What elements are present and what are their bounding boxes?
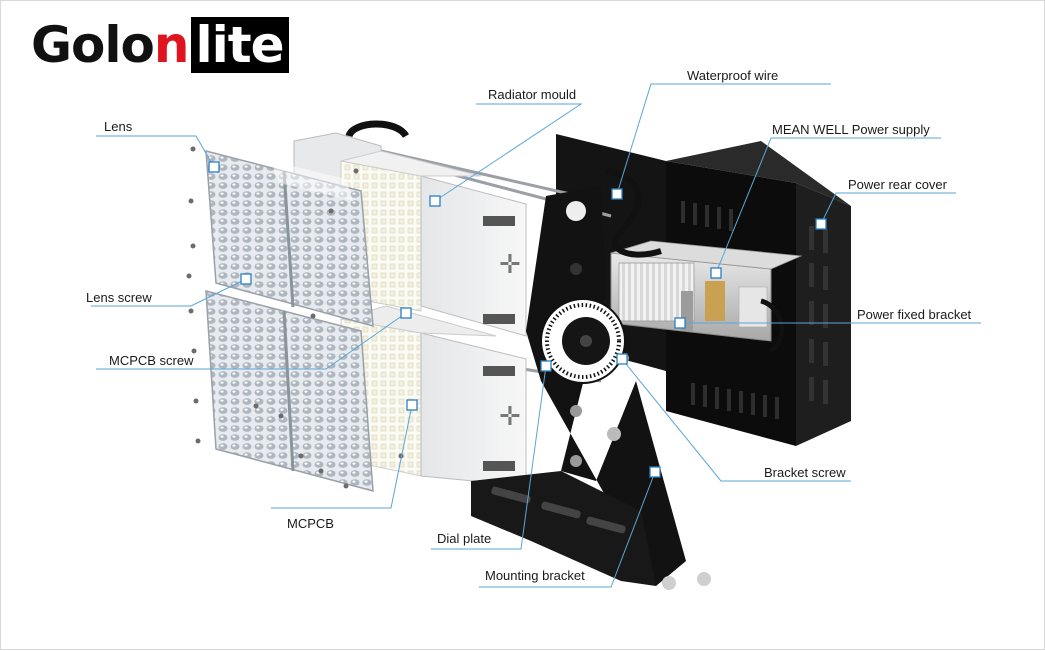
bracket-screw-head	[607, 427, 621, 441]
callout-markers	[208, 161, 827, 478]
label-mean-well-power-supply: MEAN WELL Power supply	[772, 122, 930, 137]
logo-text-lite: lite	[190, 17, 289, 73]
mounting-bracket-shape	[471, 186, 711, 590]
label-mounting-bracket: Mounting bracket	[485, 568, 585, 583]
label-mcpcb: MCPCB	[287, 516, 334, 531]
svg-text:✛: ✛	[499, 402, 521, 432]
label-dial-plate: Dial plate	[437, 531, 492, 546]
label-lens: Lens	[104, 119, 133, 134]
label-lens-screw: Lens screw	[86, 290, 152, 305]
svg-text:✛: ✛	[499, 250, 521, 280]
label-power-rear-cover: Power rear cover	[848, 177, 947, 192]
label-bracket-screw: Bracket screw	[764, 465, 846, 480]
dial-plate-shape	[540, 298, 626, 384]
power-supply-shape	[610, 240, 803, 353]
waterproof-wire-shape	[605, 168, 662, 258]
screws	[186, 146, 404, 489]
leader-lines	[91, 83, 981, 588]
logo-text-n: n	[153, 16, 190, 74]
label-radiator-mould: Radiator mould	[488, 87, 577, 102]
label-power-fixed-bracket: Power fixed bracket	[857, 307, 972, 322]
handle	[345, 120, 410, 139]
label-mcpcb-screw: MCPCB screw	[109, 353, 194, 368]
logo-text-golo: Golo	[31, 16, 155, 74]
label-waterproof-wire: Waterproof wire	[687, 68, 779, 83]
